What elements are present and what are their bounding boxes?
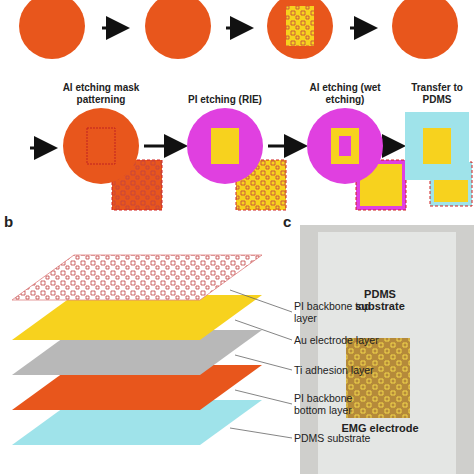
leader-line — [230, 290, 292, 312]
leader-line — [235, 320, 292, 340]
au-pattern — [286, 6, 314, 46]
flow-arrow — [144, 145, 182, 148]
process-step: PI etching (RIE) — [184, 80, 266, 186]
leader-line — [235, 390, 292, 404]
pi-top-layer — [12, 255, 262, 300]
wafer-shape — [60, 106, 142, 186]
step-heading: Al etching mask patterning — [60, 80, 142, 106]
electrode-photo — [346, 338, 410, 418]
flow-arrow — [226, 27, 248, 30]
wafer — [267, 0, 333, 59]
process-step: Transfer to PDMS — [402, 80, 472, 186]
wafer-shape — [402, 106, 472, 186]
step-heading: Al etching (wet etching) — [304, 80, 386, 106]
part-label: Au electrode layer — [294, 334, 404, 346]
panel-letter: c — [283, 216, 303, 228]
process-step: Al etching mask patterning — [60, 80, 142, 186]
process-step: Al etching (wet etching) — [304, 80, 386, 186]
wafer — [392, 0, 458, 59]
au-layer — [12, 295, 262, 340]
flow-arrow — [350, 27, 372, 30]
leader-line — [230, 428, 292, 438]
wafer — [19, 0, 85, 59]
flow-arrow — [388, 145, 400, 148]
flow-arrow — [30, 147, 52, 150]
au-pattern — [286, 6, 314, 46]
flow-arrow — [268, 145, 302, 148]
leader-line — [235, 355, 292, 370]
step-heading: Transfer to PDMS — [402, 80, 472, 106]
panel-letter: b — [4, 216, 24, 228]
part-label: PI backbone bottom layer — [294, 392, 384, 416]
wafer — [145, 0, 211, 59]
pi-top-layer — [12, 255, 262, 300]
wafer-shape — [304, 106, 386, 186]
step-heading: PI etching (RIE) — [184, 80, 266, 106]
part-label: PDMS substrate — [340, 288, 420, 312]
part-label: Ti adhesion layer — [294, 364, 404, 376]
wafer-shape — [184, 106, 266, 186]
electrode-photo — [346, 338, 410, 418]
part-label: EMG electrode — [340, 422, 420, 434]
flow-arrow — [102, 27, 124, 30]
